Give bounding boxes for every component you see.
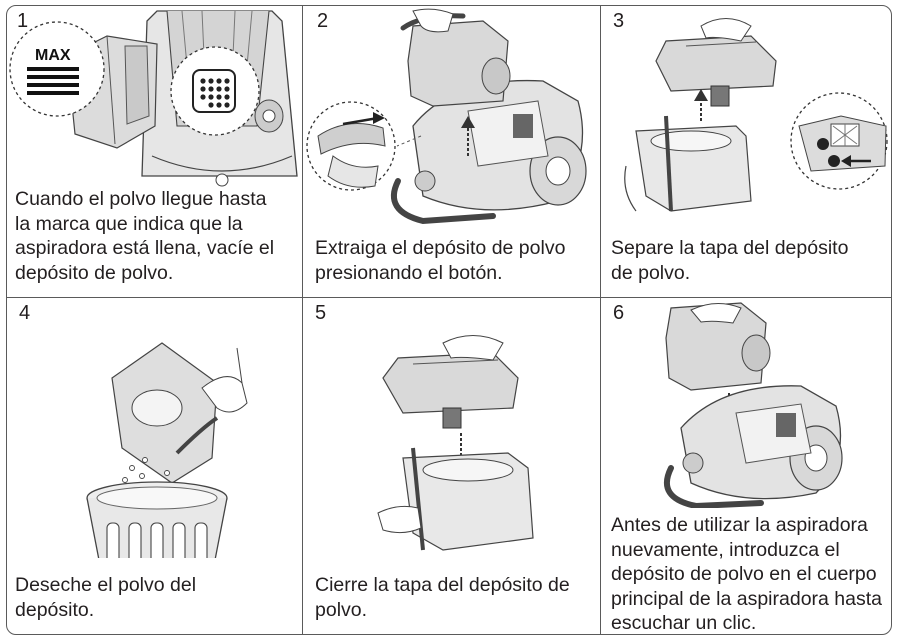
column-divider — [302, 6, 303, 634]
step-number: 5 — [315, 302, 327, 324]
dust-bin-full-illustration: MAX — [7, 6, 302, 191]
separate-cover-illustration — [601, 6, 891, 231]
step-1-panel: 1 MAX — [7, 6, 302, 297]
remove-dust-bin-illustration — [303, 6, 600, 231]
step-3-panel: 3 — [601, 6, 891, 297]
empty-dust-illustration — [7, 298, 302, 558]
close-cover-illustration — [303, 298, 600, 563]
step-number: 4 — [19, 302, 31, 324]
step-number: 2 — [317, 10, 329, 32]
instruction-grid: 1 MAX — [6, 5, 892, 635]
column-divider — [600, 6, 601, 634]
row-divider — [7, 297, 891, 298]
max-badge: MAX — [35, 47, 71, 64]
step-4-panel: 4 — [7, 298, 302, 634]
step-2-panel: 2 — [303, 6, 600, 297]
step-number: 6 — [613, 302, 625, 324]
step-number: 1 — [17, 10, 29, 32]
step-number: 3 — [613, 10, 625, 32]
step-6-panel: 6 Antes de utilizar la aspirad — [601, 298, 891, 634]
insert-dust-bin-illustration — [601, 298, 891, 508]
